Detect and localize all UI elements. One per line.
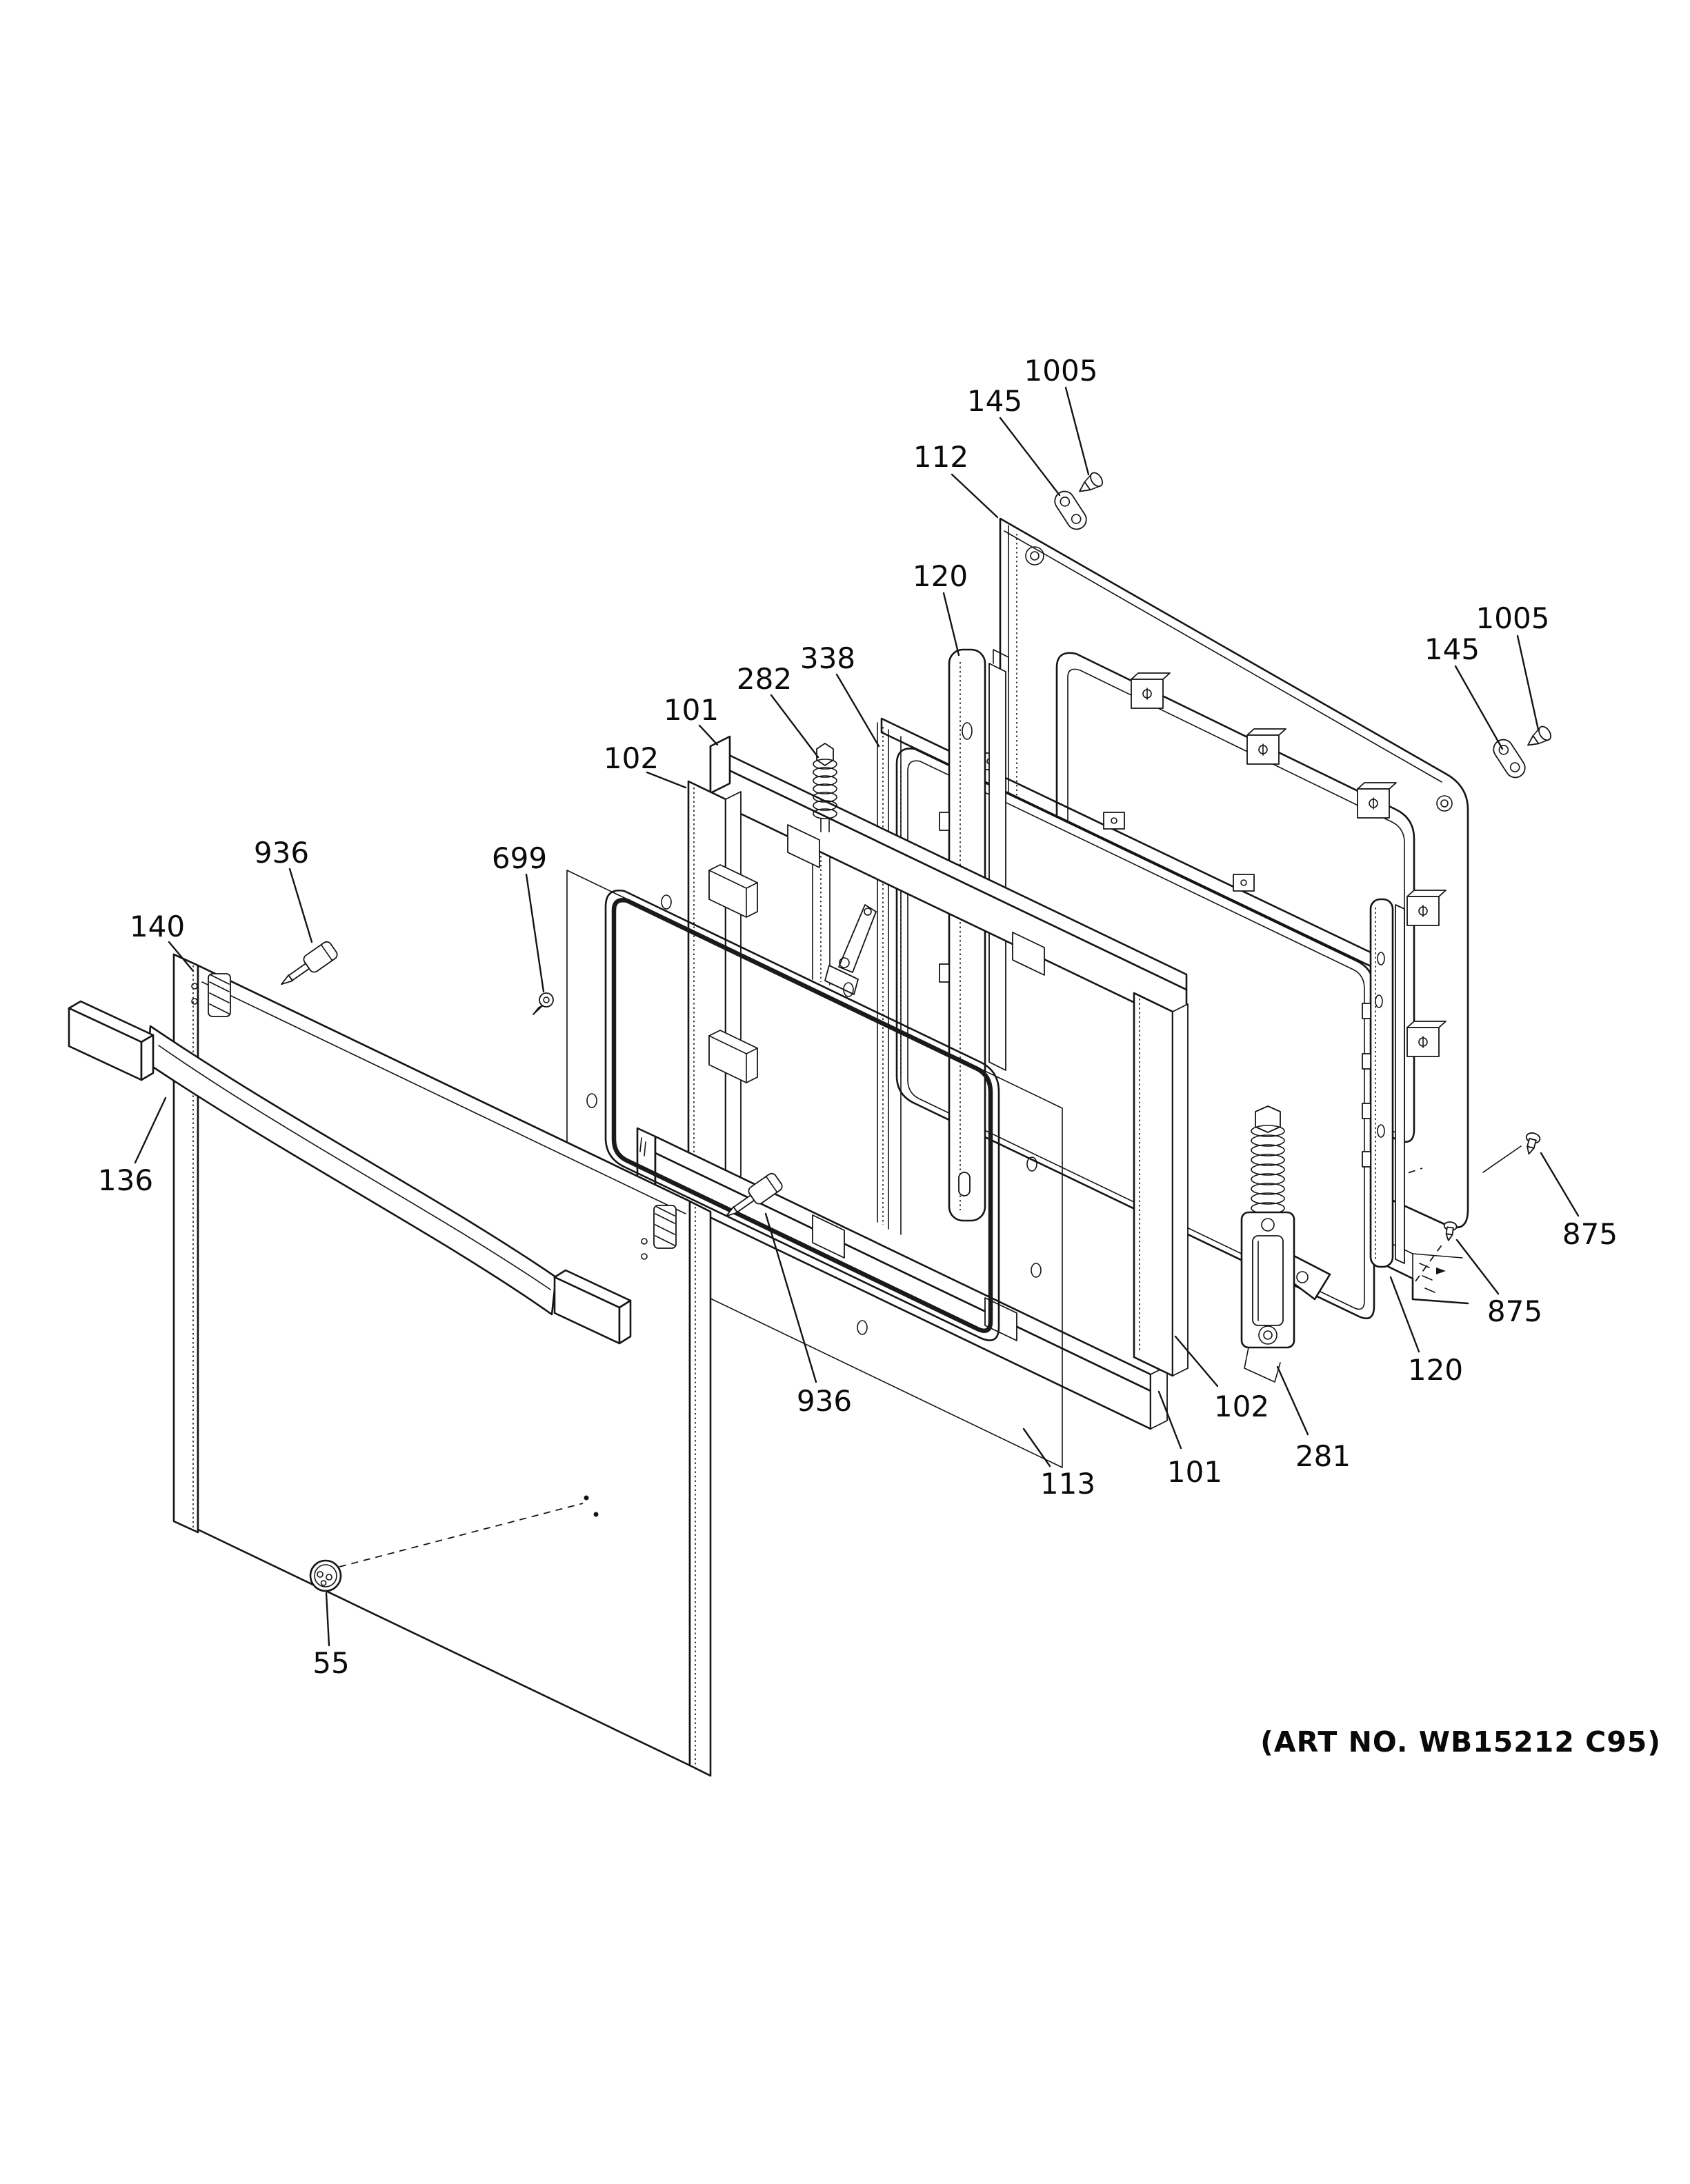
leader-lines	[134, 386, 1580, 1647]
part-bracket-120-right	[1362, 898, 1405, 1268]
part-label-140: 140	[130, 910, 185, 943]
pin-145-right	[1493, 739, 1526, 779]
art-number: (ART NO. WB15212 C95)	[1260, 1725, 1661, 1759]
screw-875-lower	[1443, 1221, 1458, 1241]
rail-clip	[1103, 812, 1125, 830]
screw-936-bottom	[726, 1172, 783, 1217]
part-label-875-upper: 875	[1562, 1217, 1618, 1251]
window-clip	[1357, 782, 1397, 819]
part-label-55: 55	[312, 1646, 349, 1680]
part-label-936-bottom: 936	[797, 1384, 852, 1418]
part-label-101-top: 101	[664, 693, 719, 727]
part-label-101-bottom: 101	[1167, 1455, 1222, 1489]
screw-1005-top	[1079, 472, 1103, 492]
screw-936-top	[281, 941, 338, 985]
pin-145-top	[1054, 490, 1087, 530]
part-hinge-281	[1240, 1105, 1331, 1383]
part-label-102-bottom: 102	[1214, 1390, 1269, 1423]
part-spacer-frame-101-102	[636, 735, 1189, 1430]
rail-clip	[1233, 874, 1255, 892]
latch-lever	[824, 904, 877, 995]
part-label-281: 281	[1295, 1439, 1351, 1473]
part-label-112: 112	[913, 440, 968, 474]
part-label-875-lower: 875	[1487, 1294, 1542, 1328]
screw-875-upper	[1525, 1132, 1541, 1155]
part-label-120-top: 120	[913, 559, 968, 593]
part-door-panel-140	[172, 953, 712, 1777]
screw-1005-right	[1527, 725, 1551, 746]
window-clip	[1406, 890, 1447, 926]
part-handle-136	[68, 1000, 632, 1345]
part-label-936-top: 936	[254, 836, 309, 870]
part-label-282: 282	[737, 662, 792, 696]
part-badge-55	[309, 1559, 342, 1592]
part-spring-282	[813, 743, 837, 832]
door-corner-bracket	[191, 973, 231, 1017]
part-label-136: 136	[98, 1163, 153, 1197]
part-front-glass-113	[566, 870, 1063, 1468]
part-label-120-bottom: 120	[1408, 1353, 1463, 1387]
part-label-113: 113	[1040, 1467, 1095, 1501]
part-label-699: 699	[492, 841, 547, 875]
part-label-145-right: 145	[1424, 632, 1480, 666]
part-label-145-top: 145	[967, 384, 1022, 418]
part-label-102-top: 102	[604, 741, 659, 775]
window-clip	[1246, 728, 1286, 765]
door-corner-bracket	[641, 1205, 677, 1260]
part-label-338: 338	[800, 641, 855, 675]
window-clip	[1406, 1021, 1447, 1057]
screw-699	[533, 992, 554, 1015]
part-label-1005-right: 1005	[1476, 601, 1550, 635]
window-clip	[1131, 672, 1171, 709]
part-label-1005-top: 1005	[1024, 354, 1098, 388]
